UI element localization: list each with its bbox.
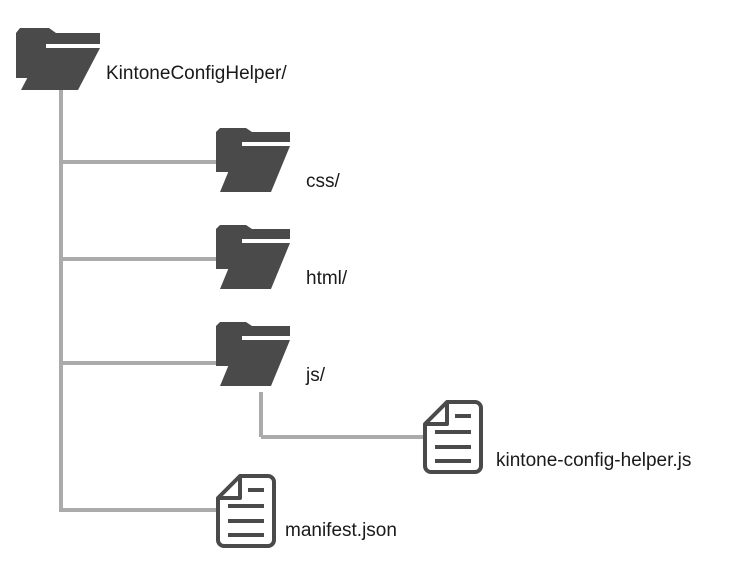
folder-open-icon-html: [216, 225, 290, 289]
tree-node-label-root: KintoneConfigHelper/: [106, 63, 287, 84]
folder-open-icon-css: [216, 128, 290, 192]
tree-node-label-html: html/: [306, 268, 348, 289]
file-document-icon-manifest: [216, 474, 276, 548]
file-document-icon-helperjs: [423, 400, 483, 474]
tree-node-label-js: js/: [306, 365, 325, 386]
folder-open-icon-root: [16, 28, 100, 90]
folder-open-icon-js: [216, 322, 290, 386]
tree-node-label-manifest-json: manifest.json: [285, 520, 397, 541]
tree-node-label-kintone-config-helper-js: kintone-config-helper.js: [496, 450, 692, 471]
tree-node-label-css: css/: [306, 171, 340, 192]
